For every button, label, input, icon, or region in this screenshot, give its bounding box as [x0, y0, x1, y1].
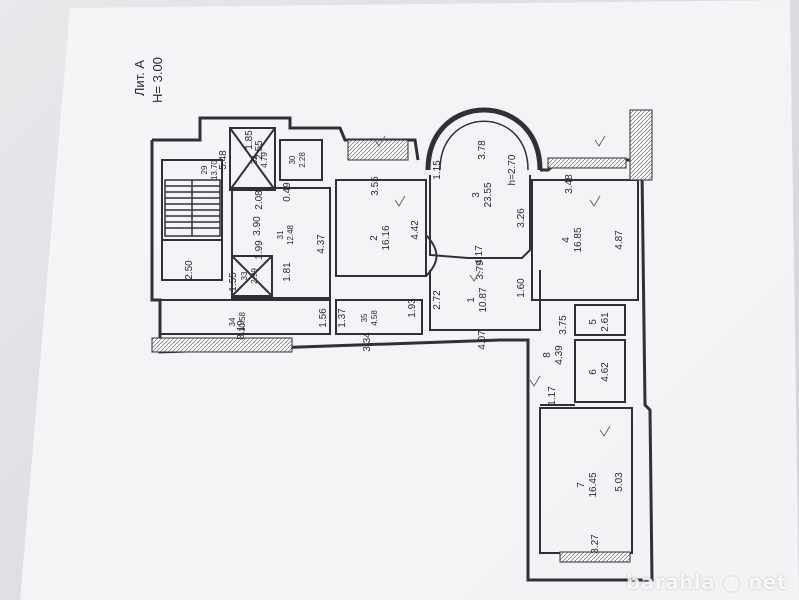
- room-31-area: 12.48: [286, 224, 295, 245]
- dim-label: 4.37: [316, 234, 327, 254]
- room-2-number: 2: [369, 235, 380, 241]
- dim-label: 2.50: [184, 260, 195, 280]
- dim-label: 4.42: [410, 220, 421, 240]
- dim-label: 5.03: [614, 472, 625, 492]
- room-30-area: 2.28: [298, 152, 307, 168]
- dim-label: 3.34: [362, 332, 373, 352]
- dim-label: 1.37: [337, 308, 348, 328]
- room-1-number: 1: [466, 297, 477, 303]
- dim-label: 4.17: [474, 245, 485, 265]
- room-8-number: 8: [542, 352, 553, 358]
- dim-label: 1.55: [228, 272, 239, 292]
- staircase: [164, 179, 221, 237]
- room-6-area: 4.62: [600, 362, 611, 382]
- room-32-number: 32: [250, 155, 259, 164]
- check-marks: [374, 135, 611, 437]
- dim-label: 2.08: [254, 190, 265, 210]
- dim-label: 1.60: [516, 278, 527, 298]
- dim-label: 4.87: [614, 230, 625, 250]
- room-7-number: 7: [576, 482, 587, 488]
- dim-label: 3.78: [477, 140, 488, 160]
- room-33-number: 33: [240, 271, 249, 280]
- dim-label: 2.72: [432, 290, 443, 310]
- room-labels: 1 10.87 2 16.16 3 23.55 h=2.70 4 16.85 5…: [200, 152, 611, 498]
- room-35-number: 35: [360, 313, 369, 322]
- room-32-area: 4.79: [260, 152, 269, 168]
- dimension-labels: 3.78 1.15 3.26 4.17 3.55 4.42 3.48 4.87 …: [184, 130, 625, 554]
- dim-label: 1.15: [432, 160, 443, 180]
- dim-label: 8.19: [236, 320, 247, 340]
- room-33-area: 2.99: [250, 268, 259, 284]
- dim-label: 3.90: [252, 216, 263, 236]
- dim-label: 3.26: [516, 208, 527, 228]
- dim-label: 3.48: [564, 174, 575, 194]
- height-label: H= 3.00: [150, 57, 165, 103]
- room-7-area: 16.45: [588, 472, 599, 497]
- dim-label: 1.99: [254, 240, 265, 260]
- room-4-number: 4: [561, 237, 572, 243]
- room-31-number: 31: [276, 230, 285, 239]
- dim-label: 3.55: [370, 176, 381, 196]
- dim-label: 3.79: [475, 260, 486, 280]
- dim-label: 1.85: [244, 130, 255, 150]
- dim-label: 3.27: [590, 534, 601, 554]
- room-5-number: 5: [588, 319, 599, 325]
- dim-label: 0.49: [282, 182, 293, 202]
- room-6-number: 6: [588, 369, 599, 375]
- dim-label: 3.75: [558, 315, 569, 335]
- hatched-walls: [151, 109, 653, 563]
- room-34-area: 10.58: [238, 311, 247, 332]
- room-5-area: 2.61: [600, 312, 611, 332]
- room-30-number: 30: [288, 155, 297, 164]
- room-4-area: 16.85: [573, 227, 584, 252]
- lit-label: Лит. А: [132, 60, 147, 97]
- dim-label: 5.48: [218, 150, 229, 170]
- watermark: barahla ● net: [625, 570, 787, 594]
- room-35-area: 4.58: [370, 310, 379, 326]
- dim-label: 1.17: [547, 386, 558, 406]
- room-29-area: 13.70: [210, 159, 219, 180]
- room-3-area: 23.55: [483, 182, 494, 207]
- room-3-number: 3: [471, 192, 482, 198]
- dim-label: 4.07: [477, 330, 488, 350]
- room-29-number: 29: [200, 165, 209, 174]
- dim-label: 1.93: [407, 298, 418, 318]
- room-3-height: h=2.70: [507, 154, 518, 185]
- dim-label: 2.55: [254, 140, 265, 160]
- dim-label: 1.81: [282, 262, 293, 282]
- room-34-number: 34: [228, 317, 237, 326]
- room-8-area: 4.39: [554, 345, 565, 365]
- room-2-area: 16.16: [381, 225, 392, 250]
- room-1-area: 10.87: [478, 287, 489, 312]
- dim-label: 1.56: [318, 308, 329, 328]
